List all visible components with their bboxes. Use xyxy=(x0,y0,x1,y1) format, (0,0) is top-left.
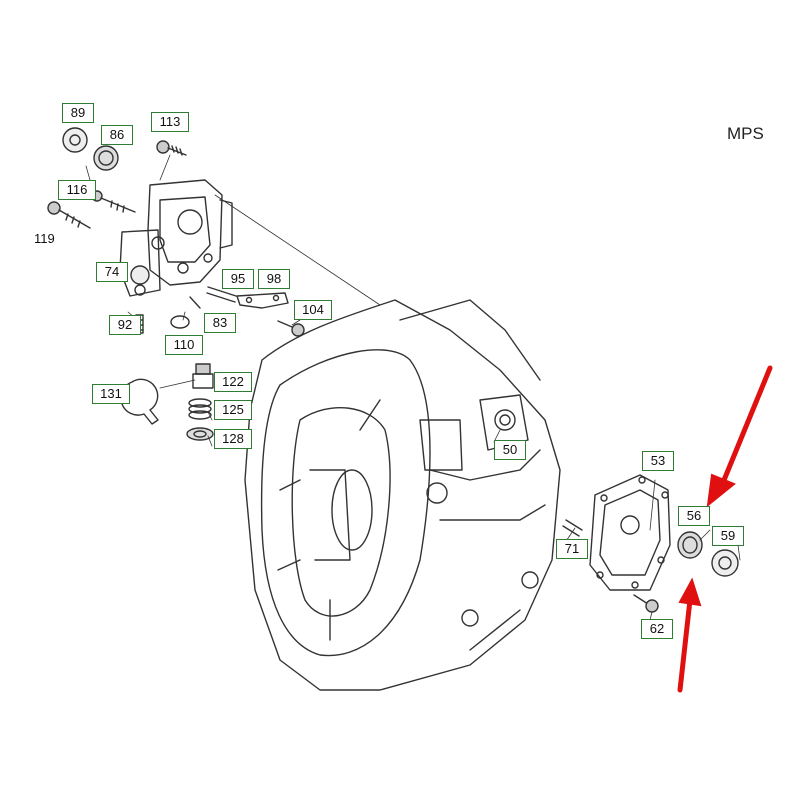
bolt-119 xyxy=(47,201,91,229)
transmission-housing xyxy=(244,299,561,691)
needle-bearing-56 xyxy=(677,531,703,559)
part-label-104: 104 xyxy=(294,300,332,320)
part-label-50: 50 xyxy=(494,440,526,460)
part-label-119: 119 xyxy=(34,231,55,246)
red-arrows xyxy=(677,365,773,693)
o-ring-110 xyxy=(170,315,190,329)
part-label-110: 110 xyxy=(165,335,203,355)
spring-125 xyxy=(188,398,212,420)
pin-95 xyxy=(206,286,237,303)
seal-ring-59 xyxy=(711,549,739,577)
diagram-code-label: MPS xyxy=(727,124,764,143)
pin-71 xyxy=(562,519,583,537)
bolt-104 xyxy=(277,320,305,337)
part-label-122: 122 xyxy=(214,372,252,392)
part-label-53: 53 xyxy=(642,451,674,471)
part-label-71: 71 xyxy=(556,539,588,559)
plug-122 xyxy=(192,363,214,389)
part-label-56: 56 xyxy=(678,506,710,526)
part-label-125: 125 xyxy=(214,400,252,420)
part-label-62: 62 xyxy=(641,619,673,639)
part-label-92: 92 xyxy=(109,315,141,335)
part-label-128: 128 xyxy=(214,429,252,449)
part-label-59: 59 xyxy=(712,526,744,546)
arrow-up-icon xyxy=(677,577,702,693)
rear-cover-53 xyxy=(589,474,671,591)
needle-bearing-86 xyxy=(93,145,119,171)
pin-83 xyxy=(189,296,201,309)
part-label-89: 89 xyxy=(62,103,94,123)
bracket-98 xyxy=(236,292,289,309)
seal-ring-89 xyxy=(62,127,88,153)
part-label-95: 95 xyxy=(222,269,254,289)
shift-housing xyxy=(147,179,233,286)
part-label-74: 74 xyxy=(96,262,128,282)
part-label-113: 113 xyxy=(151,112,189,132)
arrow-down-left-icon xyxy=(706,365,773,508)
part-label-83: 83 xyxy=(204,313,236,333)
bolt-116 xyxy=(91,190,136,213)
part-label-131: 131 xyxy=(92,384,130,404)
part-label-86: 86 xyxy=(101,125,133,145)
bolt-62 xyxy=(633,594,659,613)
part-label-98: 98 xyxy=(258,269,290,289)
bolt-113 xyxy=(156,140,187,156)
part-label-116: 116 xyxy=(58,180,96,200)
washer-128 xyxy=(186,427,214,441)
